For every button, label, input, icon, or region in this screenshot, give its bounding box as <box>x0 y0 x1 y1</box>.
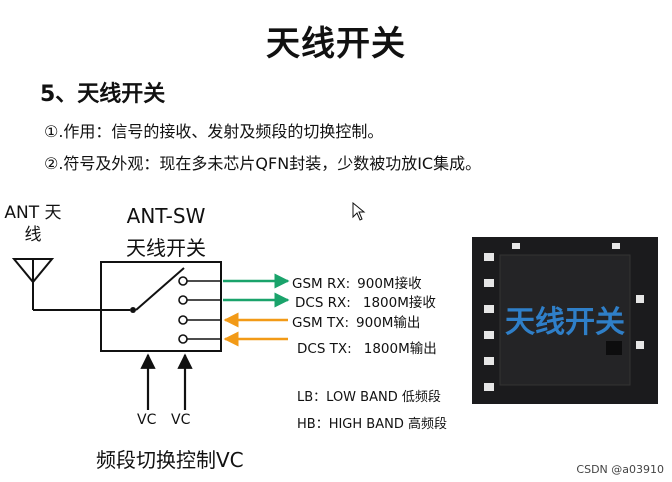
port-gsm-tx: GSM TX:900M输出 <box>292 311 420 331</box>
vc-label-2: VC <box>171 412 190 428</box>
chip-label: 天线开关 <box>472 297 658 341</box>
watermark: CSDN @a03910 <box>576 463 664 476</box>
port-contacts <box>179 277 187 343</box>
port-dcs-rx: DCS RX:1800M接收 <box>295 291 436 311</box>
switch-name-cn: 天线开关 <box>104 232 228 261</box>
switch-name: ANT-SW <box>104 204 228 228</box>
switch-box <box>101 262 221 351</box>
antenna-label: ANT 天线 <box>2 202 64 246</box>
antenna-icon <box>14 259 136 313</box>
band-high: HB：HIGH BAND 高频段 <box>297 413 447 432</box>
vc-label-1: VC <box>137 412 156 428</box>
port-gsm-rx: GSM RX:900M接收 <box>292 272 422 292</box>
mouse-cursor-icon <box>352 202 366 222</box>
control-label: 频段切换控制VC <box>96 444 244 473</box>
switch-lever <box>136 268 184 310</box>
chip-photo: 天线开关 <box>472 237 658 404</box>
band-low: LB：LOW BAND 低频段 <box>297 386 441 405</box>
port-dcs-tx: DCS TX:1800M输出 <box>297 337 437 357</box>
